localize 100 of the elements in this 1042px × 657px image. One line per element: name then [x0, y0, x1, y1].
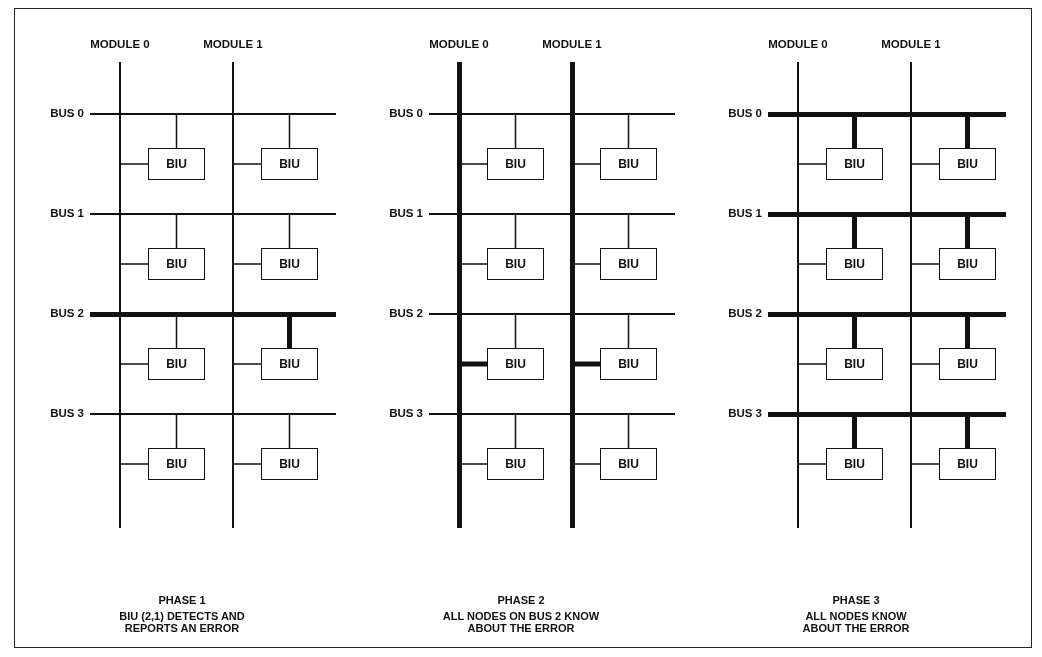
- bus-label: BUS 0: [388, 106, 423, 120]
- connector-line: [627, 214, 630, 249]
- connector-line: [460, 463, 488, 465]
- connector-line: [911, 163, 940, 165]
- bus-label: BUS 2: [49, 306, 84, 320]
- box-label: BIU: [279, 357, 300, 371]
- connector-line: [460, 163, 488, 165]
- bus-label: BUS 2: [727, 306, 762, 320]
- box-label: BIU: [166, 357, 187, 371]
- box-label: BIU: [279, 157, 300, 171]
- interface-box: [487, 148, 544, 180]
- interface-box: [487, 348, 544, 380]
- interface-box: [261, 448, 318, 480]
- box-label: BIU: [957, 457, 978, 471]
- box-label: BIU: [618, 357, 639, 371]
- interface-box: [148, 248, 205, 280]
- box-label: BIU: [505, 357, 526, 371]
- connector-line: [288, 114, 291, 149]
- connector-line: [852, 316, 857, 348]
- bus-label: BUS 1: [49, 206, 84, 220]
- module-label: MODULE 1: [880, 37, 942, 51]
- connector-line: [911, 463, 940, 465]
- connector-line: [514, 214, 517, 249]
- module-label: MODULE 0: [767, 37, 829, 51]
- connector-line: [627, 114, 630, 149]
- connector-line: [175, 214, 178, 249]
- connector-line: [233, 363, 262, 365]
- phase-description: ALL NODES KNOW ABOUT THE ERROR: [801, 610, 911, 634]
- connector-line: [965, 316, 970, 348]
- module-label: MODULE 1: [202, 37, 264, 51]
- connector-line: [120, 363, 149, 365]
- interface-box: [600, 448, 657, 480]
- bus-label: BUS 1: [388, 206, 423, 220]
- connector-line: [120, 263, 149, 265]
- interface-box: [939, 348, 996, 380]
- interface-box: [939, 248, 996, 280]
- connector-line: [798, 463, 827, 465]
- bus-label: BUS 3: [49, 406, 84, 420]
- phase-description: BIU (2,1) DETECTS AND REPORTS AN ERROR: [118, 610, 246, 634]
- interface-box: [148, 148, 205, 180]
- connector-line: [574, 361, 600, 367]
- connector-line: [852, 416, 857, 448]
- box-label: BIU: [618, 257, 639, 271]
- box-label: BIU: [505, 457, 526, 471]
- connector-line: [460, 263, 488, 265]
- interface-box: [487, 448, 544, 480]
- connector-line: [287, 316, 292, 348]
- bus-label: BUS 0: [727, 106, 762, 120]
- connector-line: [175, 315, 178, 349]
- interface-box: [826, 348, 883, 380]
- box-label: BIU: [166, 257, 187, 271]
- connector-line: [288, 214, 291, 249]
- module-label: MODULE 0: [89, 37, 151, 51]
- interface-box: [261, 148, 318, 180]
- module-label: MODULE 1: [541, 37, 603, 51]
- connector-line: [965, 116, 970, 148]
- connector-line: [514, 314, 517, 349]
- connector-line: [573, 263, 601, 265]
- box-label: BIU: [505, 257, 526, 271]
- bus-label: BUS 3: [388, 406, 423, 420]
- connector-line: [911, 263, 940, 265]
- bus-label: BUS 0: [49, 106, 84, 120]
- interface-box: [600, 148, 657, 180]
- connector-line: [233, 263, 262, 265]
- connector-line: [233, 163, 262, 165]
- connector-line: [627, 314, 630, 349]
- box-label: BIU: [844, 457, 865, 471]
- connector-line: [514, 114, 517, 149]
- box-label: BIU: [505, 157, 526, 171]
- box-label: BIU: [279, 257, 300, 271]
- connector-line: [965, 216, 970, 248]
- connector-line: [514, 414, 517, 449]
- connector-line: [852, 116, 857, 148]
- box-label: BIU: [844, 157, 865, 171]
- interface-box: [261, 248, 318, 280]
- box-label: BIU: [957, 257, 978, 271]
- box-label: BIU: [618, 157, 639, 171]
- interface-box: [148, 348, 205, 380]
- box-label: BIU: [844, 357, 865, 371]
- connector-line: [798, 363, 827, 365]
- connector-line: [911, 363, 940, 365]
- interface-box: [939, 448, 996, 480]
- connector-line: [852, 216, 857, 248]
- interface-box: [826, 148, 883, 180]
- connector-line: [627, 414, 630, 449]
- connector-line: [461, 361, 487, 367]
- interface-box: [148, 448, 205, 480]
- box-label: BIU: [279, 457, 300, 471]
- interface-box: [939, 148, 996, 180]
- bus-label: BUS 3: [727, 406, 762, 420]
- box-label: BIU: [166, 457, 187, 471]
- box-label: BIU: [166, 157, 187, 171]
- connector-line: [965, 416, 970, 448]
- connector-line: [175, 114, 178, 149]
- connector-line: [573, 463, 601, 465]
- bus-label: BUS 2: [388, 306, 423, 320]
- phase-title: PHASE 3: [831, 594, 881, 606]
- bus-label: BUS 1: [727, 206, 762, 220]
- phase-title: PHASE 1: [157, 594, 207, 606]
- box-label: BIU: [957, 157, 978, 171]
